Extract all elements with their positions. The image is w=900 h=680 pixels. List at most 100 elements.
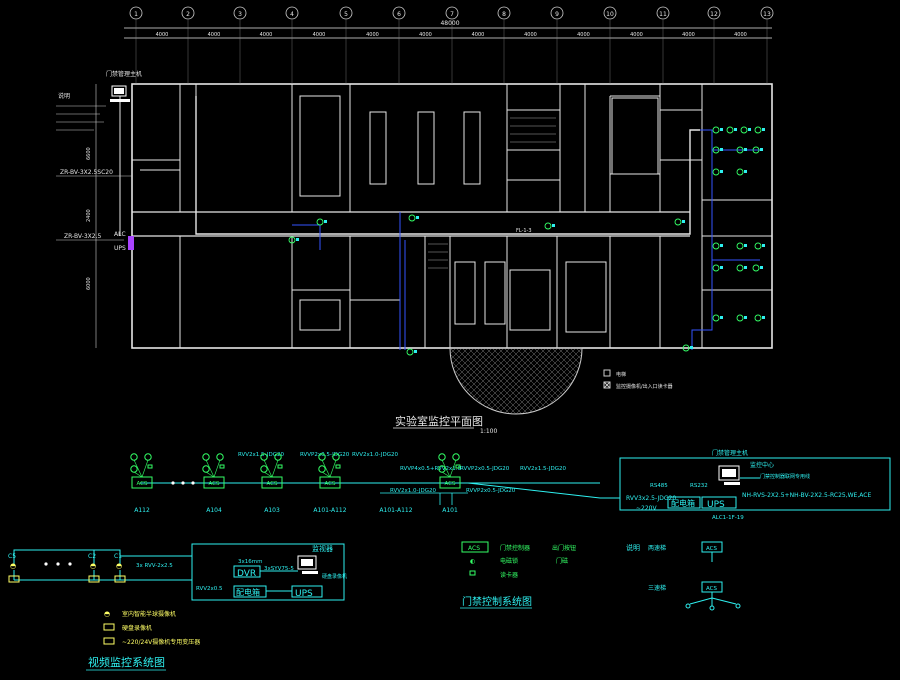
axis-label: 13	[763, 11, 771, 18]
access-control-diagram: RVV2x1.5-JDG20 RVVP2x0.5-JDG20 RVV2x1.0-…	[130, 449, 891, 611]
reader-icon	[744, 266, 747, 269]
axis-bubble	[656, 6, 670, 20]
access-legend-box-text: ACS	[468, 545, 480, 552]
device-wire	[441, 471, 451, 478]
camera-id: C1	[114, 553, 122, 560]
access-cable-6: RVV2x1.5-JDG20	[520, 466, 566, 472]
transformer-icon	[88, 575, 100, 583]
camera-icon	[674, 218, 682, 226]
device-wire	[263, 471, 273, 478]
reader-icon	[720, 244, 723, 247]
dimension-segment: 4000	[260, 32, 273, 38]
axis-label: 4	[290, 11, 294, 18]
dimension-segment: 4000	[313, 32, 326, 38]
device-wire	[271, 459, 279, 478]
axis-bubble	[129, 6, 143, 20]
reader-icon	[690, 346, 693, 349]
plan-host-title: 门禁管理主机	[106, 70, 142, 78]
video-legend-1: 室内智能半球摄像机	[122, 610, 176, 618]
axis-bubble	[707, 6, 721, 20]
dimension-segment: 4000	[366, 32, 379, 38]
lock-icon	[130, 453, 138, 461]
reader-icon	[762, 244, 765, 247]
access-title: 门禁控制系统图	[462, 595, 532, 608]
access-host-note: 门禁控制器联网专用线	[760, 473, 810, 480]
axis-label: 12	[710, 11, 718, 18]
reader-icon	[762, 316, 765, 319]
reader-icon	[744, 148, 747, 151]
camera-icon	[736, 314, 744, 322]
plan-mid-label: FL-1-3	[516, 228, 532, 234]
dimension-segment: 4000	[472, 32, 485, 38]
transformer-icon	[8, 575, 20, 583]
camera-icon	[752, 264, 760, 272]
reader-icon	[720, 128, 723, 131]
access-ex-two: 两速梯	[648, 544, 666, 552]
plan-devices	[110, 85, 765, 356]
device-wire	[133, 459, 143, 478]
reader-icon	[720, 170, 723, 173]
plan-note-label: 说明	[58, 92, 70, 100]
camera-icon	[712, 314, 720, 322]
access-legend-extra-1: 出门按钮	[552, 544, 576, 552]
plan-ups-label: UPS	[114, 245, 126, 252]
camera-icon	[736, 146, 744, 154]
reader-icon	[277, 464, 283, 469]
plan-left-dim-3: 6000	[86, 277, 92, 290]
lock-icon	[452, 453, 460, 461]
reader-icon	[335, 464, 341, 469]
camera-icon	[406, 348, 414, 356]
axis-bubble	[181, 6, 195, 20]
ups-unit	[128, 236, 134, 250]
camera-icon	[316, 218, 324, 226]
axis-label: 3	[238, 11, 242, 18]
plan-computer-screen	[114, 88, 124, 94]
camera-icon	[712, 146, 720, 154]
reader-icon	[744, 170, 747, 173]
lock-icon	[130, 465, 138, 473]
reader-icon	[748, 128, 751, 131]
video-cable-2: 3xSYV75-5	[264, 566, 294, 572]
axis-label: 2	[186, 11, 190, 18]
reader-icon	[760, 266, 763, 269]
dimension-segment: 4000	[630, 32, 643, 38]
camera-icon	[408, 214, 416, 222]
entrance-semicircle	[449, 347, 583, 415]
camera-icon	[288, 236, 296, 244]
dome-camera-icon: ◓	[116, 562, 122, 570]
access-cable-3: RVV2x1.0-JDG20	[352, 452, 398, 458]
axis-bubble	[285, 6, 299, 20]
axis-bubble	[603, 6, 617, 20]
camera-id: C2	[88, 553, 96, 560]
acs-node-label: A101-A112	[379, 507, 412, 514]
device-wire	[321, 471, 331, 478]
reader-icon	[147, 464, 153, 469]
reader-icon	[762, 128, 765, 131]
dome-camera-icon: ◓	[104, 610, 110, 618]
transformer-icon	[114, 575, 126, 583]
reader-icon	[219, 464, 225, 469]
acs-controller-label: ACS	[445, 481, 457, 487]
plan-title: 实验室监控平面图	[395, 414, 483, 428]
access-ex-box2: ACS	[706, 586, 718, 592]
camera-icon	[736, 168, 744, 176]
plan-wiring	[119, 96, 760, 350]
access-legend-extra-2: 门磁	[556, 557, 568, 565]
access-host-sub: 监控中心	[750, 461, 774, 469]
dome-camera-icon: ◓	[10, 562, 16, 570]
access-ups: UPS	[707, 500, 725, 510]
video-panel: 配电箱	[236, 587, 260, 597]
device-wire	[133, 471, 143, 478]
video-cable-1: 3x16mm	[238, 559, 262, 565]
axis-bubble	[550, 6, 564, 20]
acs-controller-label: ACS	[267, 481, 279, 487]
access-ex-box1: ACS	[706, 546, 718, 552]
camera-icon	[712, 126, 720, 134]
camera-icon	[754, 314, 762, 322]
dimension-segment: 4000	[524, 32, 537, 38]
access-cable-4: RVVP4x0.5+RVV2x1.0	[400, 466, 462, 472]
axis-bubble	[339, 6, 353, 20]
